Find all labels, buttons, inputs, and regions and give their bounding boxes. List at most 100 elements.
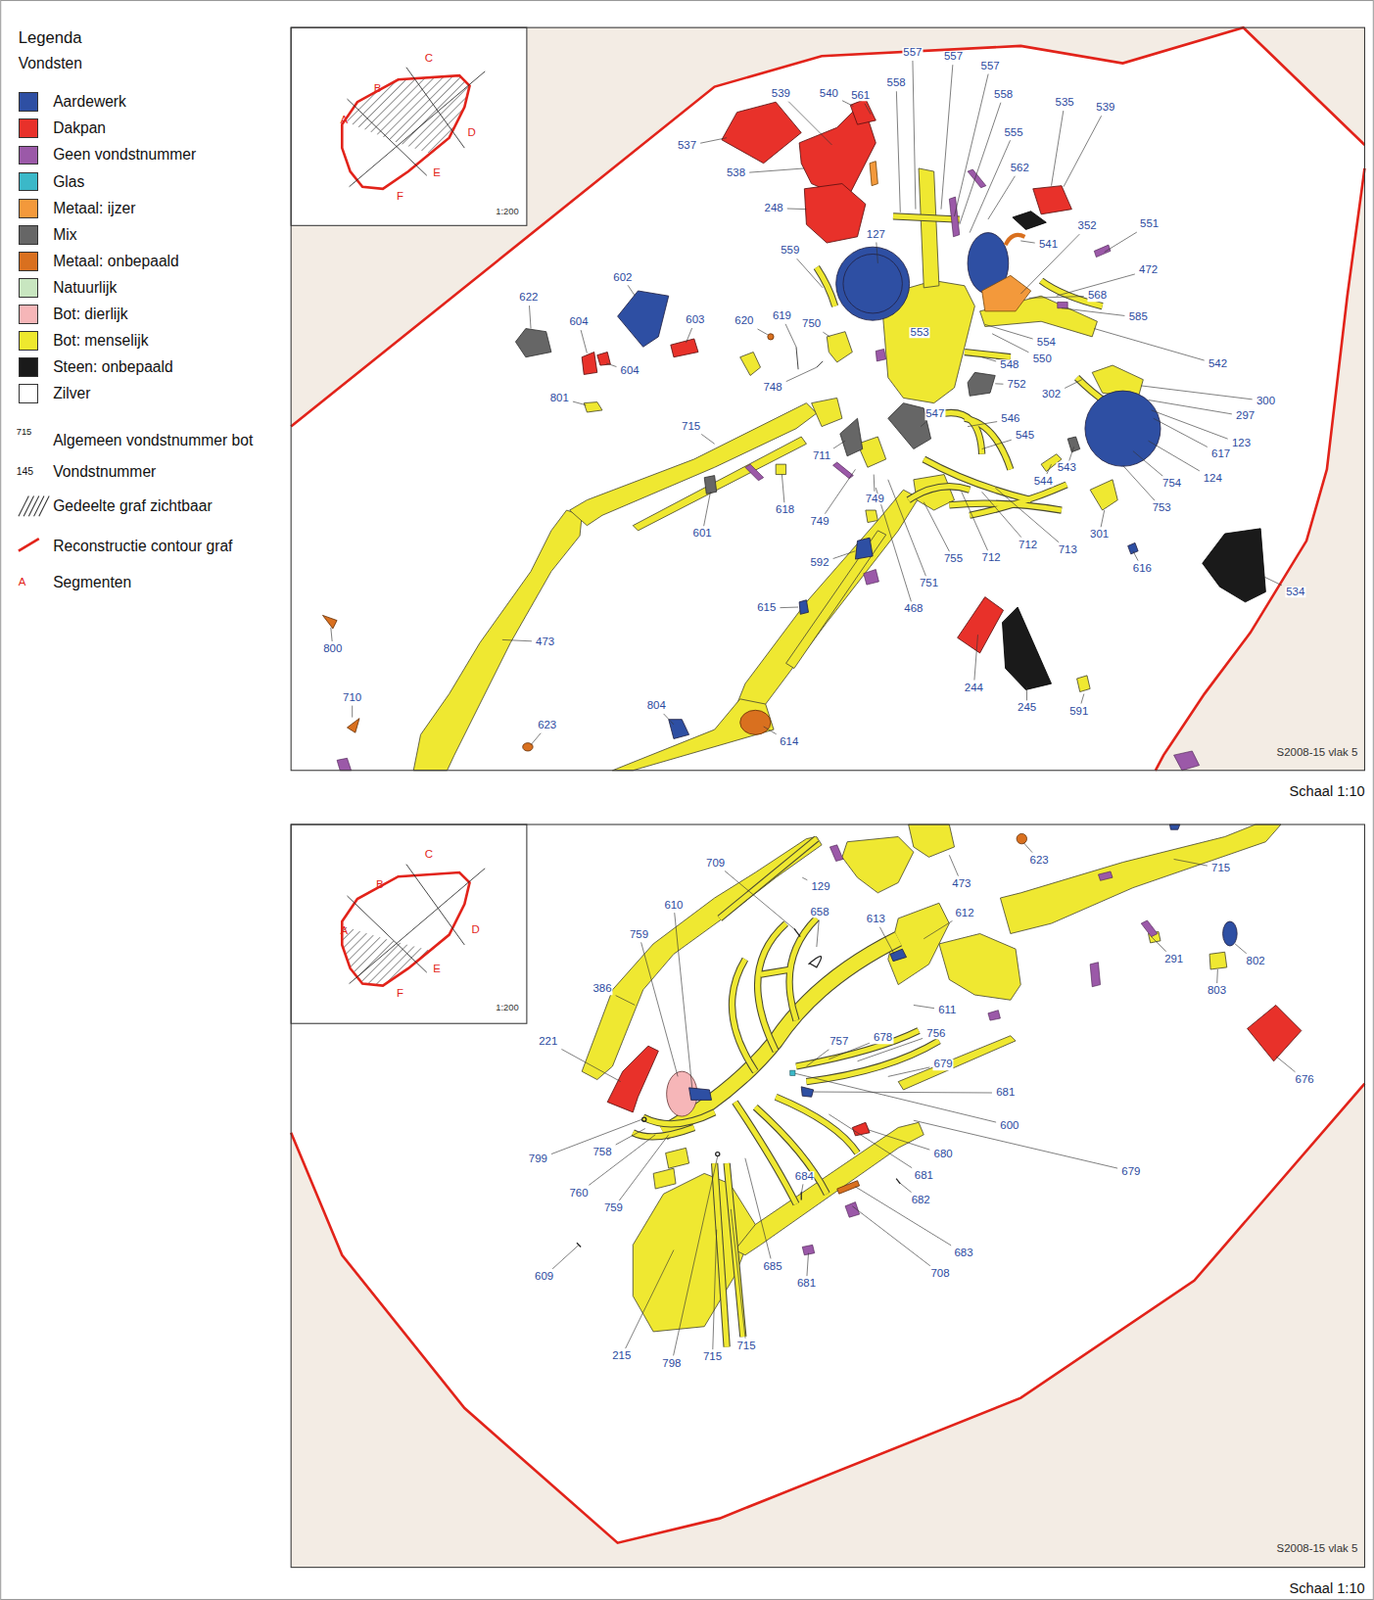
- legend-text: Steen: onbepaald: [52, 359, 174, 376]
- panel-frame: [290, 824, 1365, 1568]
- rib: [816, 216, 1154, 516]
- unnumbered-find: [336, 169, 1200, 771]
- leader-line: [1148, 400, 1232, 415]
- legend-text: Gedeelte graf zichtbaar: [52, 498, 212, 515]
- callout-number: 543: [1056, 463, 1078, 474]
- metal-find: [322, 235, 1025, 752]
- unnumbered-find: [1093, 244, 1111, 258]
- grave-fill: [290, 824, 1365, 1544]
- rib: [632, 839, 940, 1348]
- callout-number: 752: [1006, 379, 1028, 390]
- callout-number: 547: [924, 408, 946, 420]
- metal-find: [837, 833, 1028, 1194]
- leader-line: [1104, 232, 1138, 252]
- unnumbered-find: [1140, 920, 1158, 938]
- legend-swatch: [18, 198, 39, 219]
- pottery: [1169, 824, 1180, 830]
- roof-tile: [850, 98, 876, 125]
- human-bone: [413, 510, 582, 771]
- callout-number: 760: [568, 1187, 589, 1199]
- inset-map: [406, 864, 465, 946]
- legend-subheading: Vondsten: [18, 55, 83, 72]
- pottery: [854, 537, 873, 560]
- leader-line: [801, 1184, 804, 1194]
- pottery: [1128, 542, 1138, 554]
- callout-number: 604: [619, 366, 641, 378]
- legend-hatch-sample: [39, 495, 49, 517]
- leader-lines: [331, 60, 1296, 1356]
- leader-line: [864, 103, 871, 115]
- legend-heading: Legenda: [18, 29, 83, 47]
- callout-number: 535: [1054, 97, 1076, 109]
- legend-sample-number: 715: [16, 427, 33, 437]
- leader-line: [572, 401, 586, 406]
- leader-line: [954, 74, 990, 217]
- inset-map: [290, 824, 527, 1024]
- leader-line: [1276, 1056, 1296, 1073]
- callout-number: 620: [733, 316, 755, 328]
- legend-text: Algemeen vondstnummer bot: [52, 432, 253, 449]
- callout-number: 715: [680, 421, 702, 432]
- human-bone: [1209, 951, 1228, 970]
- callout-number: 684: [794, 1171, 815, 1183]
- legend-sample-number: 145: [16, 466, 34, 476]
- leader-line: [1051, 110, 1064, 187]
- callout-number: 215: [611, 1351, 632, 1363]
- unnumbered-find: [745, 464, 764, 481]
- segment-letter: C: [425, 53, 433, 65]
- metal-find: [322, 615, 337, 629]
- leader-line: [745, 1158, 771, 1260]
- leader-line: [1069, 446, 1075, 461]
- leader-line: [1151, 937, 1167, 952]
- metal-find: [1005, 235, 1026, 245]
- iron-find: [869, 161, 1032, 312]
- callout-number: 685: [761, 1261, 783, 1273]
- legend-text: Bot: menselijk: [52, 332, 148, 349]
- legend-hatch-sample: [23, 495, 34, 517]
- callout-number: 548: [998, 359, 1020, 371]
- leader-line: [1093, 329, 1204, 362]
- pottery: [799, 600, 808, 616]
- human-bone: [581, 824, 1281, 1332]
- human-bone: [811, 397, 843, 427]
- leader-line: [1023, 843, 1033, 853]
- leader-line: [351, 706, 353, 718]
- human-bone: [612, 699, 774, 771]
- leader-line: [724, 870, 797, 931]
- callout-number: 221: [537, 1037, 559, 1048]
- callout-number: 539: [770, 88, 792, 99]
- leader-line: [785, 324, 797, 347]
- unnumbered-find: [967, 169, 987, 189]
- callout-number: 300: [1255, 395, 1277, 407]
- legend-hatch-sample: [18, 495, 49, 517]
- leader-line: [580, 330, 587, 353]
- human-bone: [569, 403, 817, 526]
- roof-tile: [852, 1122, 870, 1137]
- leader-line: [873, 474, 876, 492]
- leader-line: [898, 1182, 911, 1193]
- leader-line: [994, 487, 1059, 543]
- callout-number: 749: [808, 516, 830, 527]
- pottery: [836, 246, 910, 321]
- legend-text: Reconstructie contour graf: [52, 538, 233, 555]
- callout-number: 538: [725, 167, 747, 179]
- stone: [1202, 528, 1267, 603]
- unnumbered-find: [1174, 751, 1200, 771]
- callout-number: 604: [568, 317, 589, 329]
- callout-number: 611: [937, 1004, 957, 1016]
- human-bone: [740, 352, 761, 377]
- callout-number: 676: [1294, 1074, 1316, 1086]
- leader-line: [982, 357, 996, 362]
- small-find: [808, 956, 822, 968]
- callout-number: 541: [1038, 238, 1059, 250]
- callout-number: 759: [603, 1202, 624, 1214]
- stone: [1002, 607, 1052, 690]
- legend-swatch: [18, 383, 39, 404]
- callout-number: 555: [1002, 127, 1024, 139]
- callout-number: 127: [865, 229, 887, 240]
- legend-swatch: [18, 225, 39, 245]
- leader-line: [1122, 465, 1155, 501]
- callout-number: 753: [1151, 502, 1173, 514]
- callout-number: 681: [796, 1279, 817, 1290]
